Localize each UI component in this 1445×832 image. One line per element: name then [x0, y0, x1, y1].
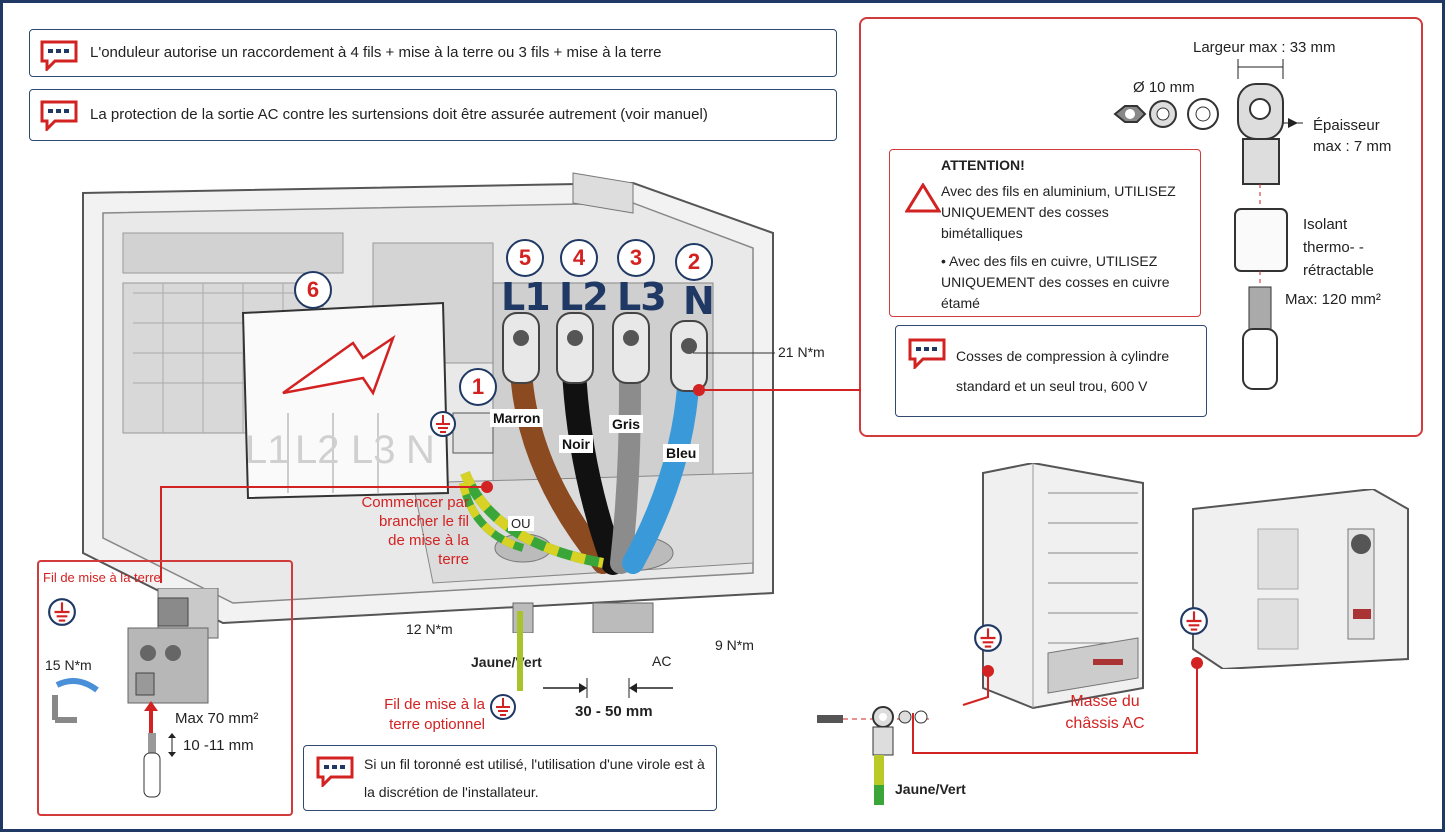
- ground-icon: [490, 694, 516, 720]
- comment-icon: [316, 756, 354, 787]
- comment-icon: [908, 338, 946, 369]
- terminal-label-n: N: [683, 279, 715, 323]
- step-4-badge: 4: [560, 239, 598, 277]
- label-lug-thickness: Épaisseur max : 7 mm: [1313, 117, 1392, 155]
- ground-icon: [430, 411, 456, 437]
- label-lug-sleeve: Isolant thermo- -rétractable: [1303, 216, 1374, 279]
- terminal-label-l1: L1: [501, 275, 551, 319]
- attention-panel: [889, 149, 1201, 317]
- lug-callout-line: [693, 384, 861, 396]
- yellow-green-wire: [517, 611, 523, 691]
- wire-label-grey: Gris: [609, 415, 644, 433]
- ground-icon: [1180, 607, 1208, 635]
- red-arrow: [144, 701, 158, 741]
- warning-icon: [905, 183, 941, 213]
- torque-gland-right: 9 N*m: [715, 637, 754, 653]
- ground-callout-line: [160, 481, 493, 583]
- safety-switch-illustration: [1192, 489, 1409, 669]
- cover-label: L3: [351, 428, 396, 472]
- step-5-badge: 5: [506, 239, 544, 277]
- step-6-badge: 6: [294, 271, 332, 309]
- note-connection-text: L'onduleur autorise un raccordement à 4 …: [90, 43, 662, 61]
- label-strip-length: 10 -11 mm: [183, 737, 254, 754]
- chassis-yellow-green-wire: [874, 755, 884, 805]
- note-ferrule-text: Si un fil toronné est utilisé, l'utilisa…: [364, 756, 705, 800]
- hex-key-icon: [52, 678, 99, 723]
- step-1-badge: 1: [459, 368, 497, 406]
- dimension-arrow: [168, 733, 176, 757]
- label-lug-width: Largeur max : 33 mm: [1193, 39, 1336, 56]
- label-chassis-wire: Jaune/Vert: [895, 781, 966, 797]
- note-ferrule: Si un fil toronné est utilisé, l'utilisa…: [303, 745, 717, 811]
- attention-copper: • Avec des fils en cuivre, UTILISEZ UNIQ…: [941, 253, 1170, 311]
- torque-ground-block: 15 N*m: [45, 657, 92, 673]
- dimension-arrows: [543, 678, 673, 698]
- label-lug-diameter: Ø 10 mm: [1133, 79, 1195, 96]
- attention-aluminium: Avec des fils en aluminium, UTILISEZ UNI…: [941, 183, 1176, 241]
- terminal-label-l3: L3: [617, 275, 667, 319]
- note-lugs-text: Cosses de compression à cylindre standar…: [956, 348, 1170, 394]
- ground-wire-panel: [37, 560, 293, 816]
- inverter-illustration: [982, 463, 1144, 710]
- note-protection-text: La protection de la sortie AC contre les…: [90, 105, 708, 123]
- wire-label-black: Noir: [559, 435, 593, 453]
- ground-icon: [974, 624, 1002, 652]
- label-max-70: Max 70 mm²: [175, 710, 259, 727]
- cover-label: L1: [245, 428, 290, 472]
- lug-illustration: [1113, 59, 1303, 390]
- terminal-box-illustration: [82, 172, 774, 633]
- label-ac: AC: [652, 653, 672, 669]
- stripped-wire-illustration: [143, 733, 161, 798]
- label-cable-range: 30 - 50 mm: [575, 703, 653, 720]
- step-3-badge: 3: [617, 239, 655, 277]
- ground-icon: [48, 598, 76, 626]
- comment-icon: [40, 40, 78, 71]
- torque-terminals: 21 N*m: [778, 344, 825, 360]
- note-connection: L'onduleur autorise un raccordement à 4 …: [29, 29, 837, 77]
- note-protection: La protection de la sortie AC contre les…: [29, 89, 837, 141]
- ground-clamp-illustration: [127, 588, 219, 704]
- label-max-120: Max: 120 mm²: [1285, 291, 1381, 308]
- attention-title: ATTENTION!: [941, 157, 1025, 173]
- cover-label: N: [406, 428, 435, 472]
- torque-gland-left: 12 N*m: [406, 621, 453, 637]
- label-chassis-ground: Masse du châssis AC: [1065, 693, 1145, 732]
- ground-wire-title: Fil de mise à la terre: [43, 570, 161, 585]
- wire-label-brown: Marron: [490, 409, 544, 427]
- lug-spec-panel: [859, 17, 1423, 437]
- label-yellow-green: Jaune/Vert: [471, 654, 542, 670]
- label-optional-ground: Fil de mise à la terre optionnel: [384, 696, 485, 733]
- note-lugs: Cosses de compression à cylindre standar…: [895, 325, 1207, 417]
- or-label: OU: [508, 516, 534, 531]
- wire-label-blue: Bleu: [663, 444, 700, 462]
- leader-line: [693, 352, 775, 354]
- cover-label: L2: [295, 428, 340, 472]
- terminal-label-l2: L2: [559, 275, 609, 319]
- comment-icon: [40, 100, 78, 131]
- chassis-ground-lines: [817, 657, 1203, 756]
- instruction-ground: Commencer par brancher le fil de mise à …: [361, 494, 469, 568]
- step-2-badge: 2: [675, 243, 713, 281]
